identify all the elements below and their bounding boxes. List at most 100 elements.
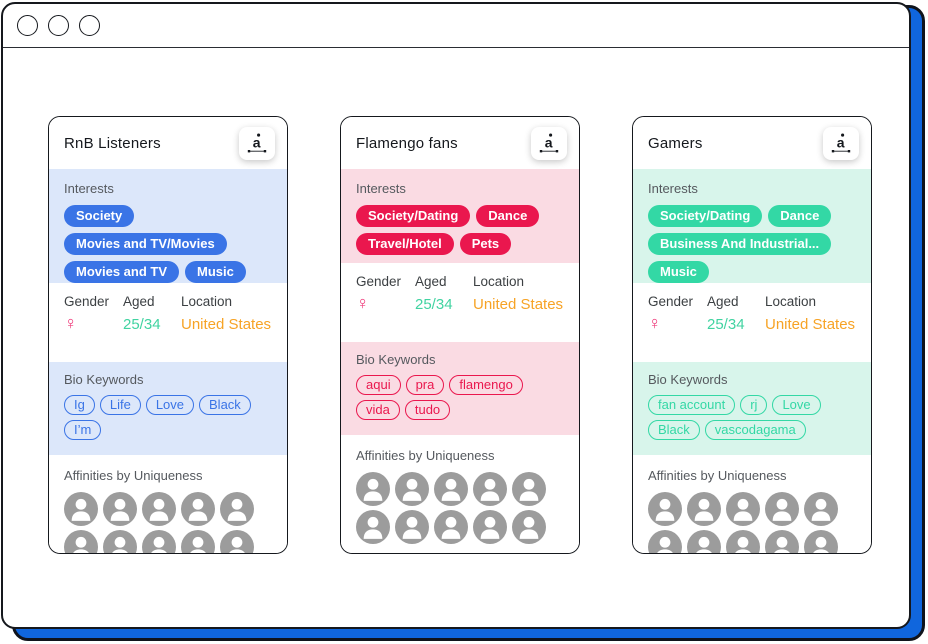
person-avatar-icon — [220, 530, 254, 553]
person-avatar-icon — [687, 530, 721, 553]
bio-keyword-pill[interactable]: Love — [145, 395, 195, 415]
affinities-section: Affinities by Uniqueness — [341, 435, 579, 553]
affinities-section: Affinities by Uniqueness — [49, 455, 287, 553]
audiense-logo-button[interactable]: a — [531, 126, 567, 160]
affinities-label: Affinities by Uniqueness — [64, 468, 203, 483]
interest-tag[interactable]: Movies and TV — [64, 261, 180, 283]
card-title: Gamers — [648, 134, 703, 152]
person-avatar-icon — [181, 530, 215, 553]
interest-tag[interactable]: Music — [648, 261, 709, 283]
aged-value: 25/34 — [415, 296, 453, 313]
gender-label: Gender — [64, 294, 110, 309]
interest-tag[interactable]: Dance — [768, 205, 832, 227]
interest-tag[interactable]: Pets — [459, 233, 512, 255]
interest-tag[interactable]: Music — [185, 261, 246, 283]
gender-label: Gender — [648, 294, 694, 309]
person-avatar-icon — [687, 492, 721, 526]
bio-keyword-pill[interactable]: rj — [740, 395, 768, 415]
window-control-button[interactable] — [48, 15, 69, 36]
bio-keyword-pill[interactable]: vida — [356, 400, 400, 420]
audience-card: Flamengo fans a Interests Society/Dating… — [340, 116, 580, 554]
avatar-grid — [648, 492, 857, 553]
card-header: Flamengo fans a — [341, 117, 579, 169]
person-avatar-icon — [804, 530, 838, 553]
card-header: RnB Listeners a — [49, 117, 287, 169]
bio-keyword-pill[interactable]: I’m — [64, 420, 102, 440]
aged-label: Aged — [123, 294, 155, 309]
person-avatar-icon — [648, 530, 682, 553]
person-avatar-icon — [765, 530, 799, 553]
location-value: United States — [765, 316, 856, 333]
window-titlebar — [3, 4, 909, 48]
person-avatar-icon — [142, 530, 176, 553]
bio-keyword-pill[interactable]: Ig — [64, 395, 95, 415]
bio-keyword-pill[interactable]: Life — [99, 395, 141, 415]
avatar-grid — [64, 492, 273, 553]
bio-keyword-pill[interactable]: pra — [405, 375, 445, 395]
interest-tag[interactable]: Society/Dating — [648, 205, 763, 227]
gender-value: ♀ — [64, 313, 78, 333]
interest-tag[interactable]: Travel/Hotel — [356, 233, 454, 255]
person-avatar-icon — [64, 492, 98, 526]
window-control-button[interactable] — [17, 15, 38, 36]
interests-label: Interests — [64, 181, 114, 196]
person-avatar-icon — [103, 530, 137, 553]
location-value: United States — [473, 296, 564, 313]
interest-tag[interactable]: Business And Industrial... — [648, 233, 832, 255]
bio-keyword-pill[interactable]: tudo — [404, 400, 451, 420]
location-label: Location — [181, 294, 233, 309]
bio-keyword-pill[interactable]: aqui — [356, 375, 401, 395]
bio-keyword-pill[interactable]: Black — [648, 420, 700, 440]
interest-tag[interactable]: Dance — [476, 205, 540, 227]
interest-tag[interactable]: Society — [64, 205, 135, 227]
person-avatar-icon — [473, 472, 507, 506]
affinities-label: Affinities by Uniqueness — [356, 448, 495, 463]
interest-tag[interactable]: Movies and TV/Movies — [64, 233, 227, 255]
aged-value: 25/34 — [707, 316, 745, 333]
person-avatar-icon — [181, 492, 215, 526]
bio-keyword-pill[interactable]: vascodagama — [704, 420, 806, 440]
person-avatar-icon — [103, 492, 137, 526]
affinities-section: Affinities by Uniqueness — [633, 455, 871, 553]
audiense-logo-button[interactable]: a — [239, 126, 275, 160]
bio-keyword-pill[interactable]: Love — [772, 395, 821, 415]
location-label: Location — [473, 274, 525, 289]
person-avatar-icon — [648, 492, 682, 526]
bio-keyword-pill[interactable]: Black — [199, 395, 251, 415]
gender-value: ♀ — [356, 293, 370, 313]
demographics-section: Gender ♀ Aged 25/34 Location United Stat… — [633, 283, 871, 362]
audiense-logo-button[interactable]: a — [823, 126, 859, 160]
interest-tag[interactable]: Society/Dating — [356, 205, 471, 227]
svg-text:a: a — [837, 135, 845, 151]
person-avatar-icon — [726, 492, 760, 526]
audiense-logo-icon: a — [539, 133, 559, 153]
aged-label: Aged — [707, 294, 739, 309]
window-control-button[interactable] — [79, 15, 100, 36]
svg-text:a: a — [545, 135, 553, 151]
aged-value: 25/34 — [123, 316, 161, 333]
bio-keyword-pill[interactable]: fan account — [648, 395, 736, 415]
bio-keyword-pill[interactable]: flamengo — [449, 375, 523, 395]
person-avatar-icon — [765, 492, 799, 526]
bio-keywords-label: Bio Keywords — [648, 372, 728, 387]
person-avatar-icon — [512, 510, 546, 544]
person-avatar-icon — [395, 510, 429, 544]
interests-label: Interests — [356, 181, 406, 196]
location-value: United States — [181, 316, 272, 333]
audiense-logo-icon: a — [247, 133, 267, 153]
person-avatar-icon — [512, 472, 546, 506]
interests-label: Interests — [648, 181, 698, 196]
